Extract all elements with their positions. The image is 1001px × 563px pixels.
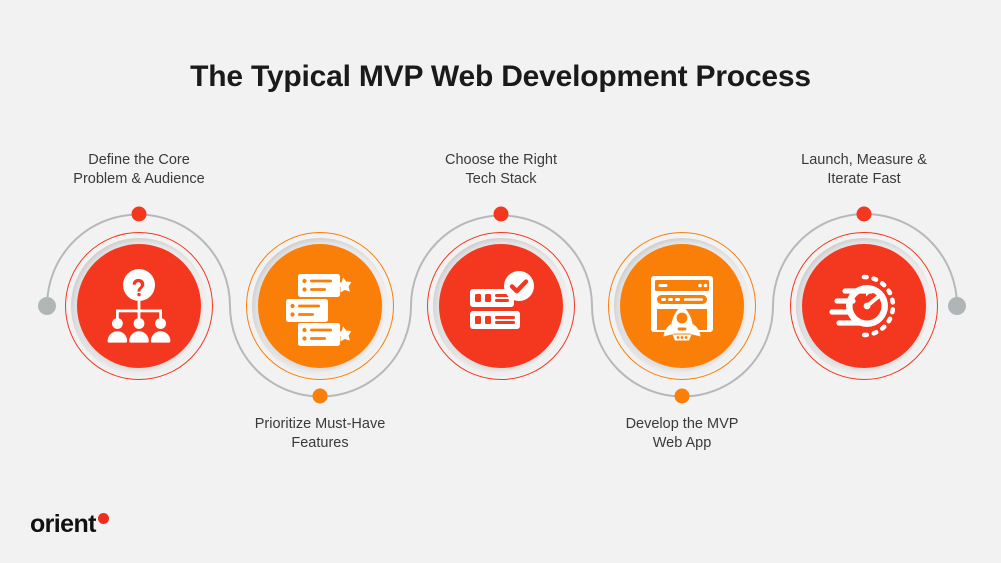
page-title: The Typical MVP Web Development Process bbox=[190, 60, 811, 93]
milestone-dot-4 bbox=[674, 388, 690, 404]
step-label-4: Develop the MVP Web App bbox=[625, 416, 739, 452]
node-disc-3 bbox=[439, 244, 563, 368]
step-label-2: Prioritize Must-Have Features bbox=[254, 416, 386, 452]
milestone-dot-2 bbox=[312, 388, 328, 404]
browser-rocket-icon bbox=[642, 266, 722, 346]
milestone-dot-3 bbox=[493, 206, 509, 222]
step-label-3: Choose the Right Tech Stack bbox=[444, 152, 558, 188]
step-node-2[interactable] bbox=[246, 232, 394, 380]
milestone-dot-1 bbox=[131, 206, 147, 222]
node-disc-5 bbox=[802, 244, 926, 368]
step-label-1: Define the Core Problem & Audience bbox=[73, 152, 205, 188]
node-disc-2 bbox=[258, 244, 382, 368]
node-disc-1 bbox=[77, 244, 201, 368]
step-node-1[interactable] bbox=[65, 232, 213, 380]
step-node-3[interactable] bbox=[427, 232, 575, 380]
step-label-5: Launch, Measure & Iterate Fast bbox=[801, 152, 927, 188]
path-end-dot bbox=[948, 297, 966, 315]
brand-logo[interactable]: orient bbox=[30, 512, 109, 537]
brand-wordmark: orient bbox=[30, 510, 96, 538]
node-disc-4 bbox=[620, 244, 744, 368]
priority-list-stars-icon bbox=[280, 266, 360, 346]
question-audience-icon bbox=[98, 265, 180, 347]
milestone-dot-5 bbox=[856, 206, 872, 222]
speedometer-fast-icon bbox=[823, 265, 905, 347]
path-start-dot bbox=[38, 297, 56, 315]
step-node-5[interactable] bbox=[790, 232, 938, 380]
step-node-4[interactable] bbox=[608, 232, 756, 380]
brand-dot-icon bbox=[97, 513, 109, 524]
server-stack-check-icon bbox=[461, 266, 541, 346]
